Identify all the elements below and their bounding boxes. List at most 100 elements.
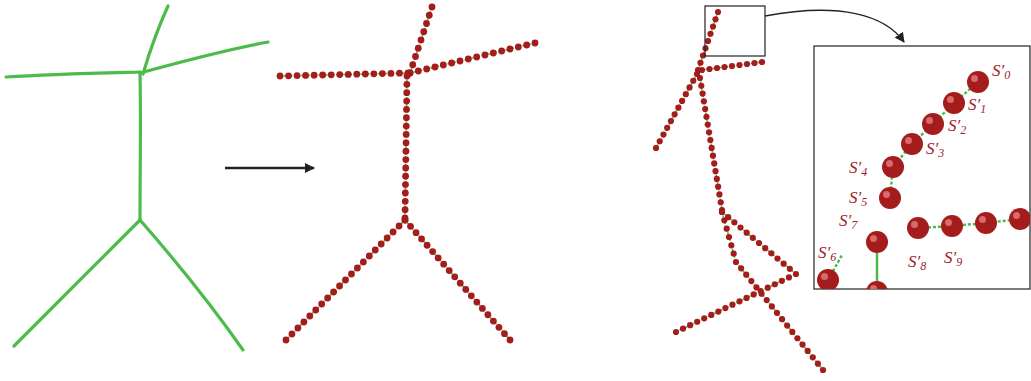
bead <box>336 71 343 78</box>
bead <box>701 98 707 104</box>
bone-line <box>698 12 718 70</box>
bead-label: S′9 <box>944 249 962 267</box>
bead <box>702 106 708 112</box>
zoom-arrow <box>765 10 904 42</box>
bead <box>473 299 480 306</box>
bead <box>306 313 313 320</box>
bone-line <box>918 219 1020 228</box>
bead <box>412 53 419 60</box>
bead <box>943 92 965 114</box>
bead <box>402 181 409 188</box>
bead <box>764 297 770 303</box>
bead <box>277 73 284 80</box>
bead <box>922 113 944 135</box>
bead <box>680 325 686 331</box>
bead <box>366 253 373 260</box>
bead <box>750 235 756 241</box>
bead <box>435 254 442 261</box>
bead <box>451 273 458 280</box>
bead <box>743 272 749 278</box>
bead <box>507 46 514 53</box>
bead <box>743 295 749 301</box>
bead <box>975 212 997 234</box>
bead <box>324 295 331 302</box>
bead <box>295 325 302 332</box>
bead <box>484 311 491 318</box>
bead <box>372 247 379 254</box>
beaded-skeleton-3d <box>653 9 826 373</box>
bead <box>697 60 703 66</box>
bead <box>403 114 410 121</box>
bead <box>817 269 839 289</box>
bead <box>319 72 326 79</box>
bead <box>402 206 409 213</box>
bead-highlight <box>971 75 978 82</box>
sketch-leg <box>14 220 140 346</box>
bead <box>707 137 713 143</box>
bead-highlight <box>926 117 933 124</box>
bead <box>342 277 349 284</box>
bead <box>465 56 472 63</box>
sketch-spine <box>138 72 142 220</box>
bead <box>403 106 410 113</box>
bead <box>418 236 425 243</box>
bead <box>440 62 447 69</box>
bead <box>781 261 787 267</box>
bead <box>675 105 681 111</box>
bead <box>810 354 816 360</box>
transform-arrow <box>225 167 314 170</box>
bead <box>879 187 901 209</box>
bead-label: S′2 <box>948 117 966 135</box>
bead <box>429 4 436 11</box>
bead <box>784 322 790 328</box>
bead <box>532 40 539 47</box>
zoom-inset <box>814 46 1030 289</box>
bead <box>737 224 743 230</box>
bead <box>457 280 464 287</box>
bead <box>719 209 725 215</box>
bead <box>686 84 692 90</box>
bead <box>787 266 793 272</box>
bead <box>805 348 811 354</box>
bead <box>448 60 455 67</box>
bead-label: S′3 <box>926 140 944 158</box>
sketch-arm <box>6 72 140 77</box>
bead <box>302 72 309 79</box>
bead <box>719 209 725 215</box>
bead <box>330 289 337 296</box>
bead <box>715 9 721 15</box>
bead <box>729 302 735 308</box>
bead <box>762 245 768 251</box>
bead <box>379 70 386 77</box>
bead <box>744 230 750 236</box>
bead <box>733 259 739 265</box>
bead <box>501 330 508 337</box>
bead <box>698 83 704 89</box>
bead <box>703 114 709 120</box>
bead-highlight <box>979 216 986 223</box>
bead <box>403 81 410 88</box>
sketch-head <box>143 6 168 74</box>
bead <box>390 229 397 236</box>
bead <box>402 156 409 163</box>
bead <box>708 312 714 318</box>
bead-highlight <box>870 235 877 242</box>
bead <box>715 308 721 314</box>
bead <box>794 335 800 341</box>
bead <box>300 319 307 326</box>
bead <box>402 173 409 180</box>
bead <box>725 214 731 220</box>
bead <box>694 319 700 325</box>
bead <box>415 68 422 75</box>
bead <box>738 265 744 271</box>
bead <box>774 310 780 316</box>
bead <box>479 305 486 312</box>
bead <box>384 235 391 242</box>
bead <box>706 129 712 135</box>
bead <box>403 123 410 130</box>
bead <box>697 75 703 81</box>
bead <box>468 292 475 299</box>
bead <box>699 67 705 73</box>
bead <box>496 324 503 331</box>
